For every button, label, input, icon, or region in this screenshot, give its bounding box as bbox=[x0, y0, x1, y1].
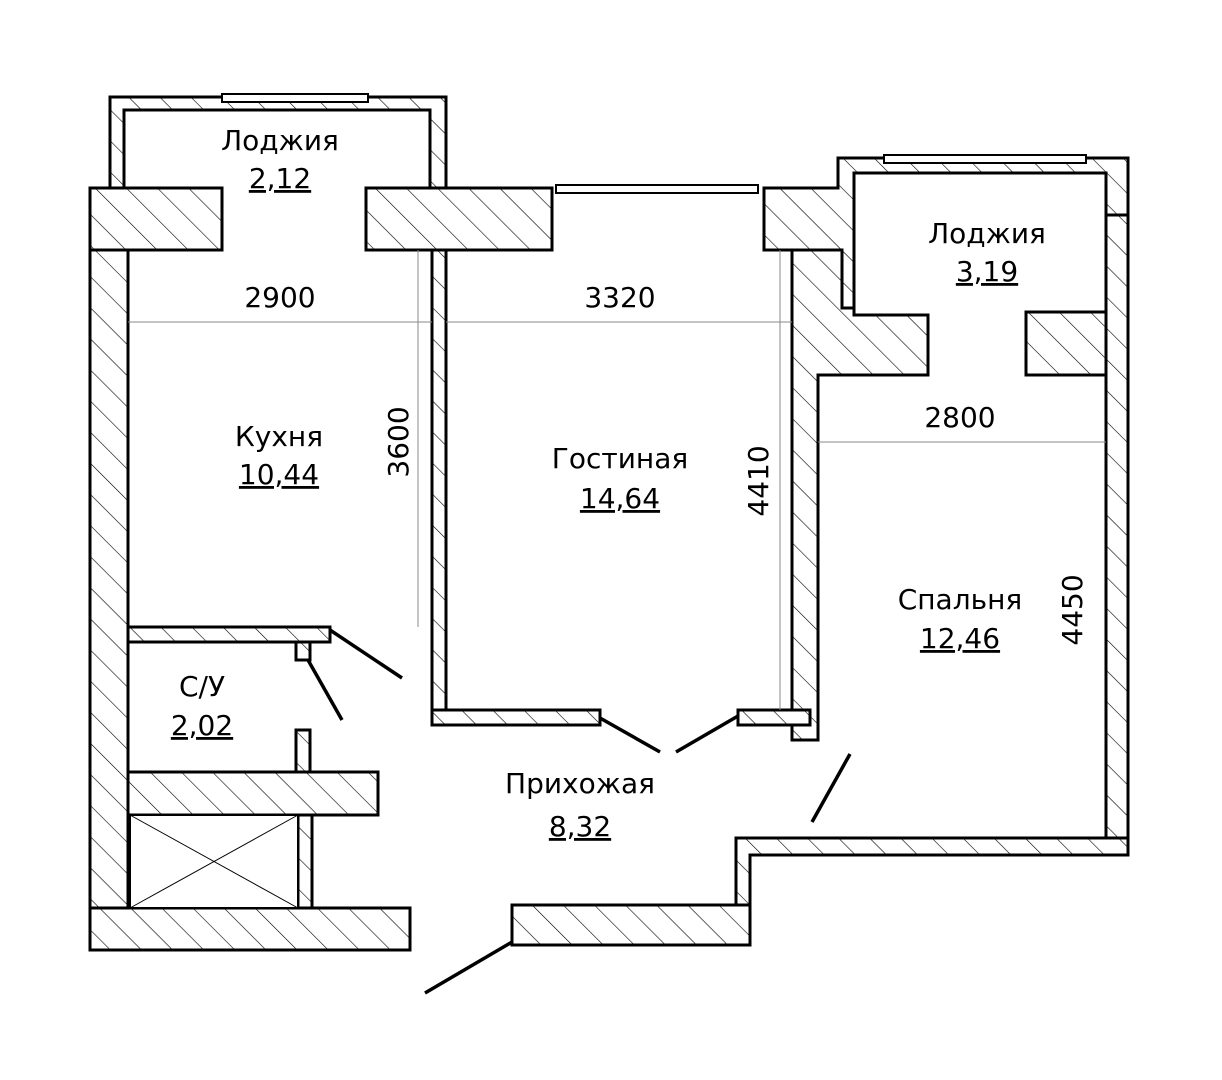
window-living bbox=[555, 184, 759, 194]
wall-bottom-left bbox=[88, 906, 412, 952]
door-entrance bbox=[424, 940, 513, 995]
dim-kitchen-depth: 3600 bbox=[382, 406, 415, 477]
wall-bath-right-top bbox=[294, 640, 312, 662]
living-area: 14,64 bbox=[580, 482, 660, 515]
kitchen-name: Кухня bbox=[235, 420, 323, 453]
dimension-labels: 2900 3320 2800 3600 4410 4450 bbox=[244, 281, 1089, 646]
wall-right-outer bbox=[1104, 213, 1130, 857]
loggia-left-name: Лоджия bbox=[221, 124, 339, 157]
dim-bedroom-width: 2800 bbox=[924, 401, 995, 434]
bedroom-area: 12,46 bbox=[920, 622, 1000, 655]
ventilation-shaft bbox=[129, 814, 299, 909]
door-kitchen bbox=[329, 628, 403, 680]
door-bathroom bbox=[306, 659, 344, 721]
loggia-right-area: 3,19 bbox=[956, 255, 1018, 288]
wall-living-bottom-right bbox=[736, 708, 812, 727]
loggia-left-area: 2,12 bbox=[249, 162, 311, 195]
bathroom-area: 2,02 bbox=[171, 709, 233, 742]
wall-kitchen-living bbox=[430, 248, 448, 712]
dimension-guides bbox=[128, 250, 1106, 710]
loggia-right-name: Лоджия bbox=[928, 217, 1046, 250]
door-living-right bbox=[675, 714, 739, 754]
door-bedroom bbox=[810, 753, 852, 823]
dim-living-depth: 4410 bbox=[742, 445, 775, 516]
kitchen-area: 10,44 bbox=[239, 458, 319, 491]
walls bbox=[88, 95, 1130, 952]
wall-shaft-right bbox=[296, 813, 314, 910]
hallway-name: Прихожая bbox=[505, 767, 655, 800]
wall-left-outer bbox=[88, 248, 130, 952]
window-loggia-left bbox=[221, 93, 369, 103]
window-loggia-right bbox=[883, 154, 1087, 164]
wall-bottom-right bbox=[510, 903, 752, 947]
dim-kitchen-width: 2900 bbox=[244, 281, 315, 314]
wall-top-kitchen-left bbox=[88, 186, 224, 252]
dim-living-width: 3320 bbox=[584, 281, 655, 314]
door-living-left bbox=[599, 716, 661, 754]
wall-bedroom-bottom bbox=[734, 836, 1130, 947]
living-name: Гостиная bbox=[552, 442, 688, 475]
bathroom-name: С/У bbox=[179, 670, 225, 703]
wall-bath-bottom bbox=[126, 770, 380, 817]
wall-kitchen-bottom bbox=[126, 625, 332, 644]
wall-living-bottom bbox=[430, 708, 602, 727]
hallway-area: 8,32 bbox=[549, 810, 611, 843]
wall-bath-right-bottom bbox=[294, 728, 312, 774]
wall-top-pier bbox=[364, 186, 554, 252]
bedroom-name: Спальня bbox=[898, 583, 1023, 616]
room-labels: Лоджия 2,12 Лоджия 3,19 Кухня 10,44 Гост… bbox=[171, 124, 1046, 843]
dim-bedroom-depth: 4450 bbox=[1056, 574, 1089, 645]
doors bbox=[306, 628, 852, 995]
windows bbox=[221, 93, 1087, 194]
wall-living-bedroom bbox=[790, 248, 930, 742]
